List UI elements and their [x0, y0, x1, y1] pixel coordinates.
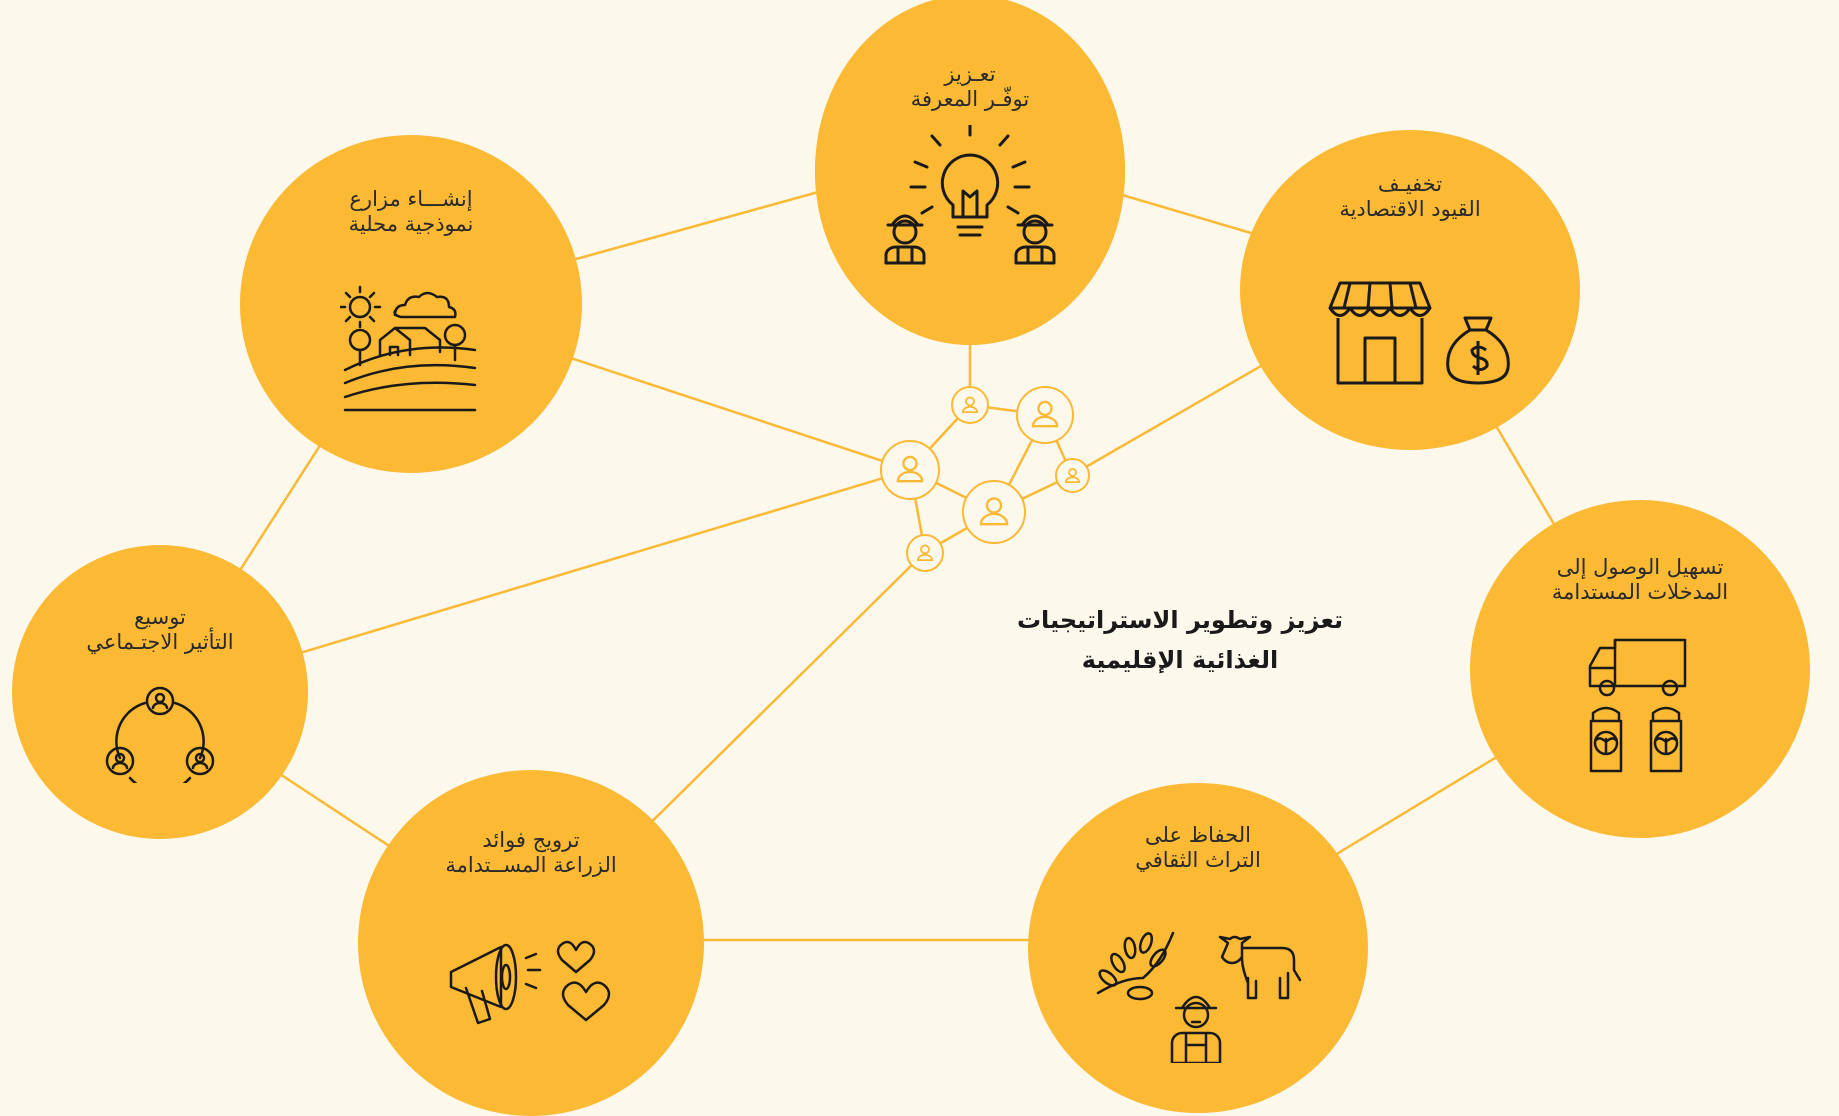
- node-social-impact: توسيع التأثير الاجتـماعي: [12, 545, 308, 839]
- megaphone-hearts-icon: [449, 940, 611, 1025]
- node-label: ترويج فوائد الزراعة المســتدامة: [445, 828, 617, 877]
- network-person-node: [962, 480, 1026, 544]
- truck-sacks-icon: [1588, 638, 1687, 773]
- community-cycle-icon: [105, 686, 215, 783]
- node-label: إنشـــاء مزارع نموذجية محلية: [348, 187, 474, 236]
- market-money-icon: [1328, 281, 1510, 385]
- node-label: تسهيل الوصول إلى المدخلات المستدامة: [1551, 555, 1729, 604]
- diagram-title: تعزيز وتطوير الاستراتيجيات الغذائية الإق…: [1010, 600, 1350, 680]
- node-sustainable-inputs: تسهيل الوصول إلى المدخلات المستدامة: [1470, 500, 1810, 838]
- farm-landscape-icon: [340, 285, 477, 412]
- person-icon: [896, 455, 924, 483]
- person-icon: [1064, 467, 1081, 484]
- node-cultural-heritage: الحفاظ على التراث الثقافي: [1028, 783, 1368, 1113]
- lightbulb-farmers-icon: [884, 125, 1056, 265]
- node-promote-agriculture: ترويج فوائد الزراعة المســتدامة: [358, 770, 704, 1116]
- network-person-node: [906, 534, 944, 572]
- node-label: توسيع التأثير الاجتـماعي: [86, 605, 234, 654]
- person-icon: [961, 396, 979, 414]
- network-person-node: [951, 386, 989, 424]
- title-line-1: تعزيز وتطوير الاستراتيجيات: [1016, 606, 1344, 634]
- node-economic-constraints: تخفيـف القيود الاقتصادية: [1240, 130, 1580, 450]
- person-icon: [1031, 400, 1059, 428]
- node-label: الحفاظ على التراث الثقافي: [1135, 823, 1261, 872]
- olive-cow-farmer-icon: [1096, 931, 1302, 1063]
- network-person-node: [880, 440, 940, 500]
- node-knowledge-circle: تعـزيز توفّـر المعرفة: [815, 0, 1125, 345]
- network-person-node: [1016, 386, 1074, 444]
- node-label: تعـزيز توفّـر المعرفة: [910, 62, 1030, 111]
- title-line-2: الغذائية الإقليمية: [1081, 646, 1279, 674]
- node-label: تخفيـف القيود الاقتصادية: [1339, 172, 1481, 221]
- person-icon: [916, 544, 934, 562]
- person-icon: [979, 497, 1009, 526]
- node-model-farms: إنشـــاء مزارع نموذجية محلية: [240, 135, 582, 473]
- network-person-node: [1055, 458, 1090, 493]
